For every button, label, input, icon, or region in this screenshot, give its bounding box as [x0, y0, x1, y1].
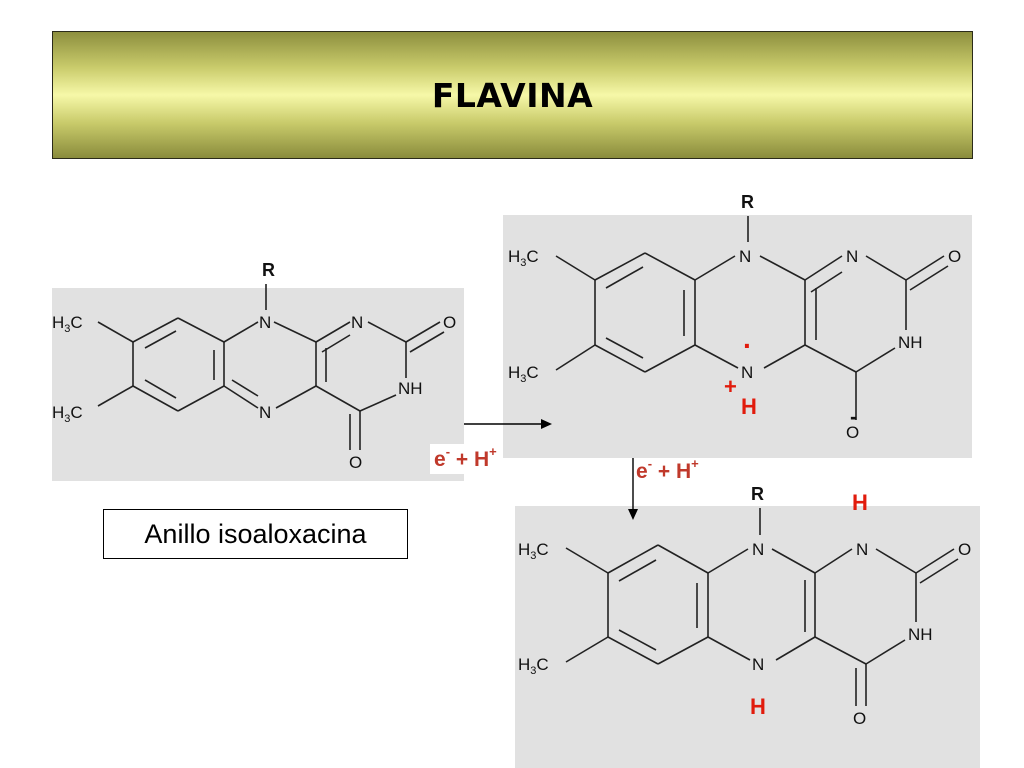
atom-n: N: [856, 540, 868, 559]
atom-o: O: [846, 423, 859, 442]
atom-r: R: [741, 192, 754, 212]
methyl-label: H3C: [508, 363, 539, 385]
arrow-down-head: [628, 509, 638, 520]
positive-charge: +: [724, 374, 737, 399]
atom-n: N: [752, 540, 764, 559]
atom-r: R: [751, 484, 764, 504]
methyl-label: H3C: [518, 655, 549, 677]
atom-o: O: [958, 540, 971, 559]
atom-n: N: [259, 313, 271, 332]
reaction-label-electron-proton: e- + H+: [430, 444, 501, 474]
methyl-label: H3C: [52, 403, 83, 425]
atom-n: N: [259, 403, 271, 422]
title-bar: FLAVINA: [52, 31, 973, 159]
added-hydrogen: H: [741, 394, 757, 419]
methyl-label: H3C: [518, 540, 549, 562]
oxidized-flavin-panel: [52, 288, 464, 481]
atom-n: N: [846, 247, 858, 266]
atom-nh: NH: [898, 333, 923, 352]
radical-dot: ·: [743, 330, 753, 361]
page-title: FLAVINA: [431, 75, 594, 115]
methyl-label: H3C: [508, 247, 539, 269]
reaction-label-electron-proton: e- + H+: [636, 456, 699, 483]
bonds: [555, 216, 949, 420]
atom-o: O: [349, 453, 362, 472]
atom-n: N: [739, 247, 751, 266]
atom-r: R: [262, 260, 275, 280]
atom-o: O: [948, 247, 961, 266]
atom-n: N: [752, 655, 764, 674]
semiquinone-panel: [503, 215, 972, 458]
atom-o: O: [853, 709, 866, 728]
oxygen-negative-charge: -: [850, 404, 858, 429]
atom-o: O: [443, 313, 456, 332]
atom-n: N: [741, 363, 753, 382]
atom-n: N: [351, 313, 363, 332]
arrow-right-head: [541, 419, 552, 429]
atom-nh: NH: [908, 625, 933, 644]
methyl-label: H3C: [52, 313, 83, 335]
structure-caption: Anillo isoaloxacina: [103, 509, 408, 559]
atom-nh: NH: [398, 379, 423, 398]
bonds: [97, 284, 445, 450]
added-hydrogen-bottom: H: [750, 694, 766, 719]
added-hydrogen-top: H: [852, 490, 868, 515]
bonds: [565, 508, 959, 706]
